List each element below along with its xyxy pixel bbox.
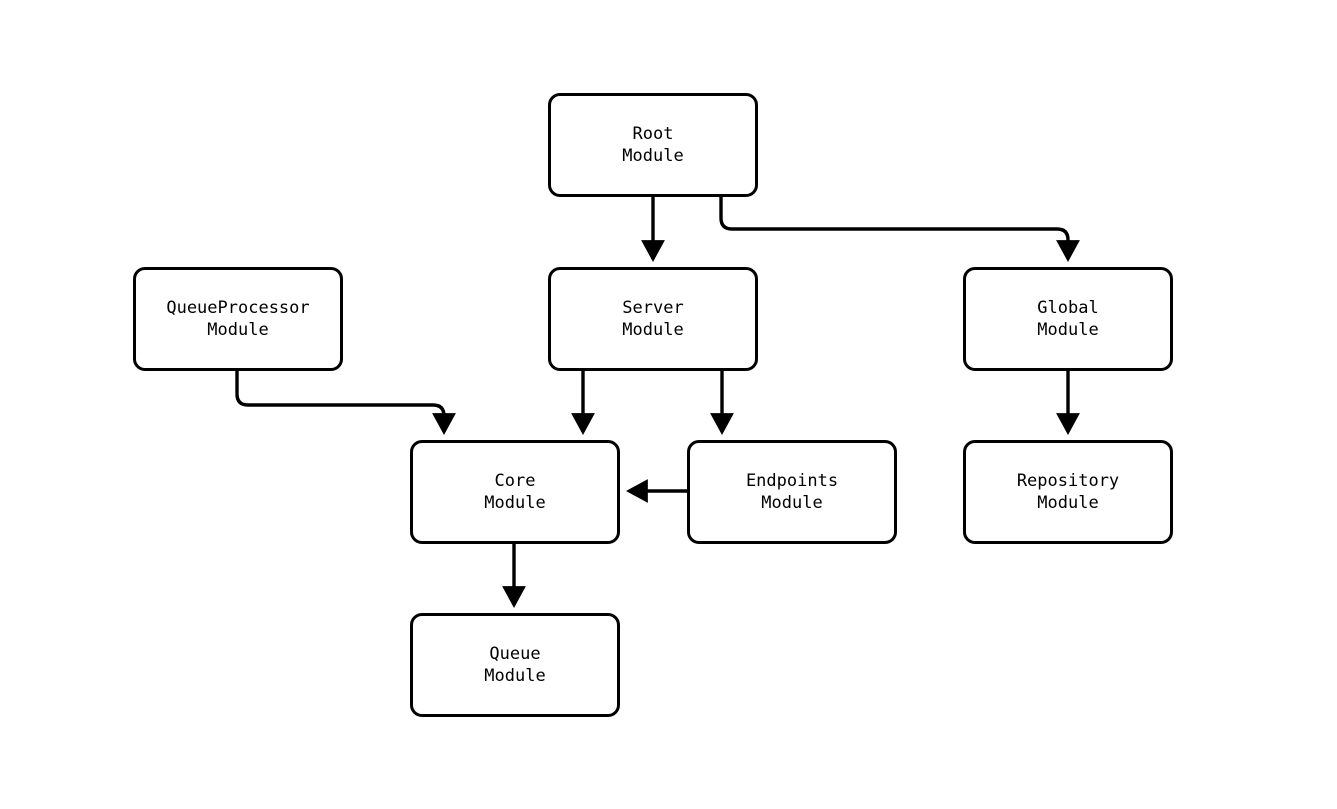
node-core-module-line2: Module xyxy=(484,493,546,513)
node-global-module-line1: Global xyxy=(1037,298,1099,318)
node-server-module[interactable]: Server Module xyxy=(548,267,758,371)
node-queue-module[interactable]: Queue Module xyxy=(410,613,620,717)
node-root-module[interactable]: Root Module xyxy=(548,93,758,197)
node-server-module-line1: Server xyxy=(622,298,684,318)
node-global-module[interactable]: Global Module xyxy=(963,267,1173,371)
node-queueprocessor-module[interactable]: QueueProcessor Module xyxy=(133,267,343,371)
node-root-module-line2: Module xyxy=(622,146,684,166)
node-repository-module-line1: Repository xyxy=(1016,471,1120,491)
node-queueprocessor-module-line1: QueueProcessor xyxy=(166,298,310,318)
node-root-module-line1: Root xyxy=(632,124,674,144)
node-queue-module-line2: Module xyxy=(484,666,546,686)
node-repository-module-line2: Module xyxy=(1037,493,1099,513)
edge-root-to-global xyxy=(719,197,1080,262)
node-server-module-line2: Module xyxy=(622,320,684,340)
node-core-module[interactable]: Core Module xyxy=(410,440,620,544)
node-repository-module[interactable]: Repository Module xyxy=(963,440,1173,544)
node-queueprocessor-module-line2: Module xyxy=(207,320,269,340)
node-endpoints-module[interactable]: Endpoints Module xyxy=(687,440,897,544)
node-endpoints-module-line2: Module xyxy=(761,493,823,513)
node-queue-module-line1: Queue xyxy=(489,644,541,664)
node-endpoints-module-line1: Endpoints xyxy=(745,471,839,491)
edge-queueprocessor-to-core xyxy=(235,371,456,435)
node-global-module-line2: Module xyxy=(1037,320,1099,340)
node-core-module-line1: Core xyxy=(494,471,536,491)
